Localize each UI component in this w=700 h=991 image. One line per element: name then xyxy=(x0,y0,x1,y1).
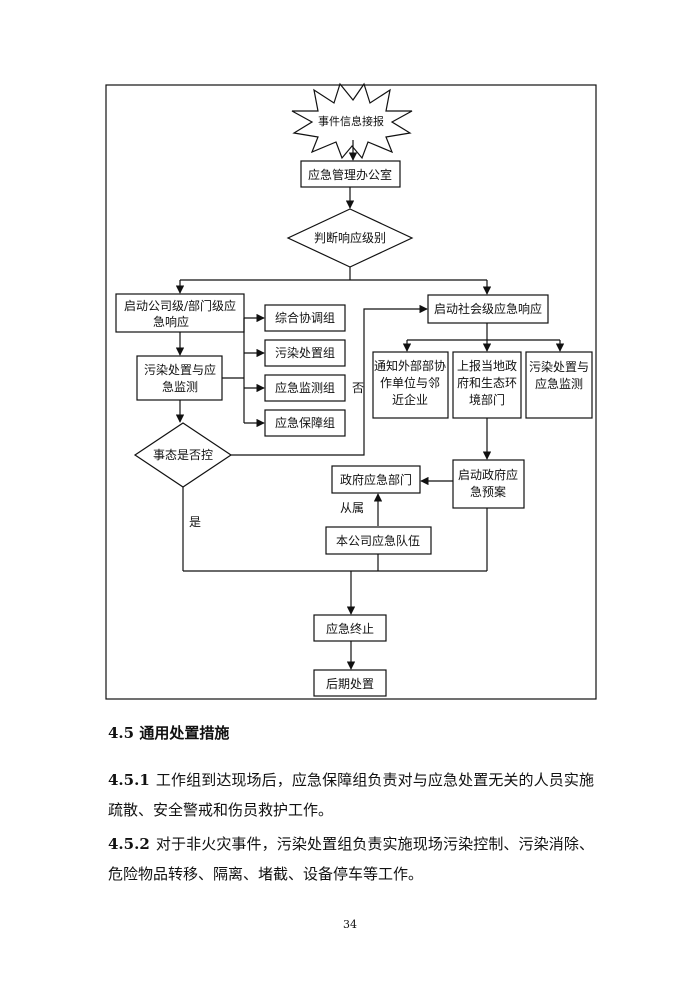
notify-label-3: 近企业 xyxy=(392,392,428,407)
event-report-burst xyxy=(291,82,413,160)
gov-department-box xyxy=(331,465,421,494)
report-gov-label-1: 上报当地政 xyxy=(457,358,517,373)
report-gov-label-3: 境部门 xyxy=(469,392,505,407)
post-handling-box xyxy=(313,669,387,697)
notify-label-1: 通知外部部协 xyxy=(374,358,446,373)
group-box-support xyxy=(264,409,346,437)
judge-level-label: 判断响应级别 xyxy=(314,230,386,245)
start-gov-plan-box xyxy=(452,459,525,509)
flowchart-frame xyxy=(105,84,597,700)
event-report-label: 事件信息接报 xyxy=(318,114,384,128)
end-emergency-label: 应急终止 xyxy=(326,621,374,636)
company-level-label-2: 急响应 xyxy=(153,314,189,329)
pollution-monitor2-label-2: 应急监测 xyxy=(535,376,583,391)
company-team-label: 本公司应急队伍 xyxy=(336,533,420,548)
paragraph-number: 4.5.1 xyxy=(108,771,150,789)
group-label-support: 应急保障组 xyxy=(275,415,335,430)
group-box-coordination xyxy=(264,304,346,332)
group-box-pollution xyxy=(264,339,346,367)
pollution-monitor2-label-1: 污染处置与 xyxy=(529,359,589,374)
notify-box xyxy=(372,351,449,419)
emergency-office-label: 应急管理办公室 xyxy=(308,167,392,182)
post-handling-label: 后期处置 xyxy=(326,677,374,691)
pollution-monitor2-box xyxy=(525,351,593,419)
group-label-pollution: 污染处置组 xyxy=(275,345,335,360)
paragraph-text: 对于非火灾事件，污染处置组负责实施现场污染控制、污染消除、危险物品转移、隔离、堵… xyxy=(108,835,594,883)
start-gov-plan-label-1: 启动政府应 xyxy=(458,467,518,482)
pollution-monitor-label-2: 急监测 xyxy=(162,379,198,394)
group-label-monitoring: 应急监测组 xyxy=(275,380,335,395)
controlled-question-label: 事态是否控 xyxy=(153,448,213,462)
pollution-monitor-label-1: 污染处置与应 xyxy=(144,362,216,377)
emergency-response-flowchart: 事件信息接报 应急管理办公室 判断响应级别 启动公司级/部门级应 急响应 污染处… xyxy=(105,82,597,700)
end-emergency-box xyxy=(313,614,387,642)
report-gov-label-2: 府和生态环 xyxy=(457,375,517,390)
affiliation-label: 从属 xyxy=(340,501,364,515)
paragraph-number: 4.5.2 xyxy=(108,835,150,853)
page-number: 34 xyxy=(343,918,357,931)
group-label-coordination: 综合协调组 xyxy=(275,310,335,325)
gov-department-label: 政府应急部门 xyxy=(340,472,412,487)
company-level-label-1: 启动公司级/部门级应 xyxy=(124,298,236,313)
yes-label: 是 xyxy=(189,515,201,529)
section-heading: 4.5 通用处置措施 xyxy=(108,724,230,742)
group-box-monitoring xyxy=(264,374,346,402)
start-gov-plan-label-2: 急预案 xyxy=(470,484,506,499)
social-level-label: 启动社会级应急响应 xyxy=(434,301,542,316)
no-label: 否 xyxy=(352,381,364,395)
notify-label-2: 作单位与邻 xyxy=(380,375,440,390)
social-level-box xyxy=(427,294,549,324)
paragraph-text: 工作组到达现场后，应急保障组负责对与应急处置无关的人员实施疏散、安全警戒和伤员救… xyxy=(108,771,594,819)
